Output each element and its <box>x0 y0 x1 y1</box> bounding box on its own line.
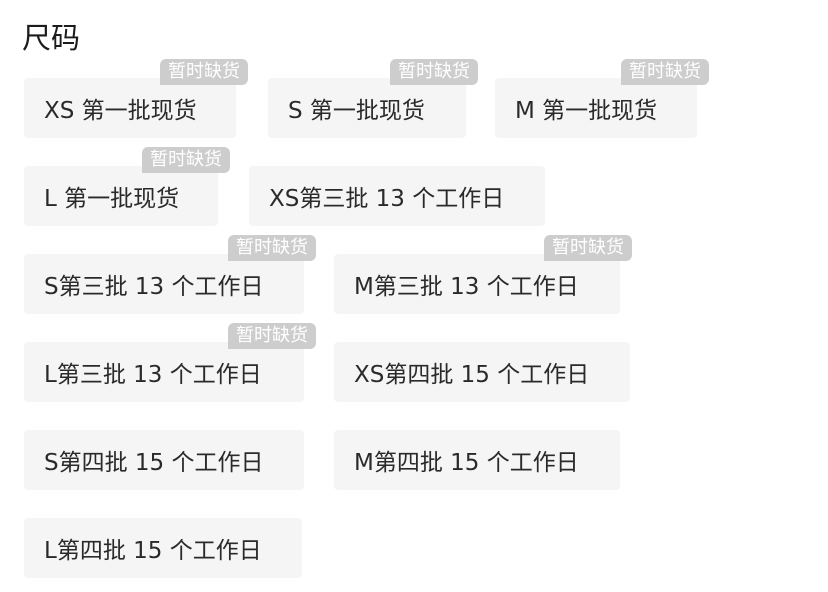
size-option-label: L 第一批现货 <box>44 186 180 212</box>
out-of-stock-badge: 暂时缺货 <box>228 323 316 349</box>
size-option-label: XS第三批 13 个工作日 <box>269 186 505 212</box>
size-option-label: XS第四批 15 个工作日 <box>354 362 590 388</box>
out-of-stock-badge: 暂时缺货 <box>228 235 316 261</box>
size-option-xs-batch1[interactable]: XS 第一批现货 暂时缺货 <box>24 59 248 138</box>
out-of-stock-badge: 暂时缺货 <box>160 59 248 85</box>
size-option-l-batch1[interactable]: L 第一批现货 暂时缺货 <box>24 147 230 226</box>
size-option-s-batch3[interactable]: S第三批 13 个工作日 暂时缺货 <box>24 235 316 314</box>
size-option-m-batch4[interactable]: M第四批 15 个工作日 <box>334 430 620 490</box>
size-option-label: M第三批 13 个工作日 <box>354 274 579 300</box>
size-option-l-batch3[interactable]: L第三批 13 个工作日 暂时缺货 <box>24 323 316 402</box>
size-option-label: S第四批 15 个工作日 <box>44 450 264 476</box>
size-option-label: XS 第一批现货 <box>44 98 197 124</box>
size-option-label: L第四批 15 个工作日 <box>44 538 262 564</box>
size-option-label: L第三批 13 个工作日 <box>44 362 262 388</box>
size-option-xs-batch3[interactable]: XS第三批 13 个工作日 <box>249 166 545 226</box>
size-option-xs-batch4[interactable]: XS第四批 15 个工作日 <box>334 342 630 402</box>
out-of-stock-badge: 暂时缺货 <box>142 147 230 173</box>
out-of-stock-badge: 暂时缺货 <box>544 235 632 261</box>
size-option-m-batch1[interactable]: M 第一批现货 暂时缺货 <box>495 59 709 138</box>
size-section-title: 尺码 <box>22 21 81 55</box>
size-option-s-batch4[interactable]: S第四批 15 个工作日 <box>24 430 304 490</box>
size-option-label: M 第一批现货 <box>515 98 658 124</box>
out-of-stock-badge: 暂时缺货 <box>390 59 478 85</box>
size-option-m-batch3[interactable]: M第三批 13 个工作日 暂时缺货 <box>334 235 632 314</box>
size-option-s-batch1[interactable]: S 第一批现货 暂时缺货 <box>268 59 478 138</box>
size-option-label: S第三批 13 个工作日 <box>44 274 264 300</box>
size-option-label: M第四批 15 个工作日 <box>354 450 579 476</box>
out-of-stock-badge: 暂时缺货 <box>621 59 709 85</box>
size-option-label: S 第一批现货 <box>288 98 425 124</box>
size-option-l-batch4[interactable]: L第四批 15 个工作日 <box>24 518 302 578</box>
